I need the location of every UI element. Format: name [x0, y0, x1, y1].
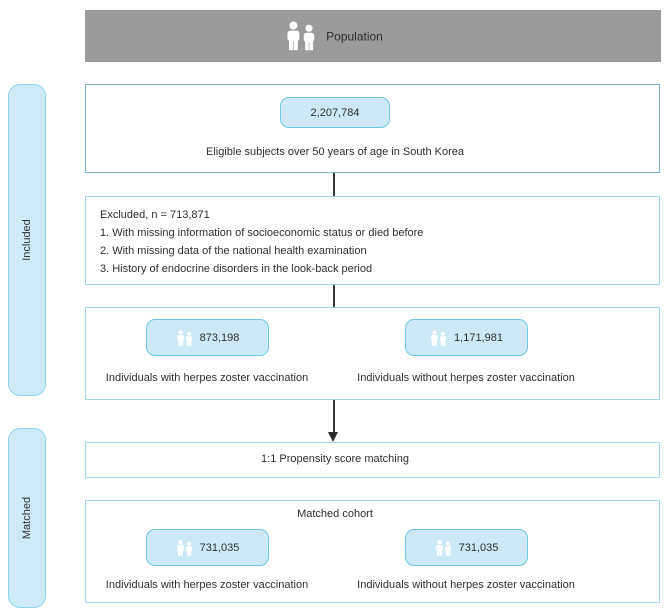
people-icon: [431, 329, 446, 346]
excluded-item-1: 1. With missing information of socioecon…: [100, 227, 424, 240]
split-box: 873,198 1,171,981 Individuals with herpe…: [85, 307, 660, 400]
excluded-text: Excluded, n = 713,871 1. With missing in…: [100, 206, 423, 279]
arrow-line: [333, 400, 335, 433]
excluded-item-2: 2. With missing data of the national hea…: [100, 245, 367, 258]
matched-vaccinated-count: 731,035: [199, 541, 240, 554]
people-icon: [176, 329, 192, 346]
sidebar-matched-label: Matched: [21, 496, 33, 540]
connector-line-1: [333, 173, 335, 196]
population-label: Population: [326, 29, 383, 43]
excluded-title: Excluded, n = 713,871: [100, 209, 210, 221]
vaccinated-count-pill: 873,198: [146, 319, 269, 356]
matched-vaccinated-count-pill: 731,035: [146, 529, 269, 566]
matched-unvaccinated-count-pill: 731,035: [405, 529, 528, 566]
matched-cohort-title: Matched cohort: [297, 508, 373, 520]
population-header-bar: [85, 10, 661, 62]
people-icon: [435, 539, 451, 556]
arrow-head: [328, 432, 338, 442]
sidebar-included: Included: [8, 84, 46, 396]
matched-box: Matched cohort 731,035: [85, 500, 660, 603]
unvaccinated-count-pill: 1,171,981: [405, 319, 528, 356]
sidebar-included-label: Included: [21, 219, 33, 261]
eligible-count: 2,207,784: [310, 106, 360, 119]
excluded-box: Excluded, n = 713,871 1. With missing in…: [85, 196, 660, 285]
excluded-item-3: 3. History of endocrine disorders in the…: [100, 263, 373, 276]
unvaccinated-count: 1,171,981: [454, 331, 503, 344]
eligible-label: Eligible subjects over 50 years of age i…: [205, 146, 465, 158]
people-icon: [287, 21, 315, 51]
connector-line-2: [333, 285, 335, 307]
matched-unvaccinated-label: Individuals without herpes zoster vaccin…: [357, 579, 575, 591]
people-icon: [176, 539, 192, 556]
sidebar-matched: Matched: [8, 428, 46, 608]
unvaccinated-label: Individuals without herpes zoster vaccin…: [357, 372, 575, 384]
matching-label: 1:1 Propensity score matching: [261, 453, 409, 465]
vaccinated-count: 873,198: [199, 331, 240, 344]
vaccinated-label: Individuals with herpes zoster vaccinati…: [105, 372, 309, 384]
population-header-content: Population: [285, 21, 383, 51]
eligible-box: 2,207,784 Eligible subjects over 50 year…: [85, 84, 660, 173]
matched-unvaccinated-count: 731,035: [458, 541, 499, 554]
matched-vaccinated-label: Individuals with herpes zoster vaccinati…: [105, 579, 309, 591]
eligible-count-pill: 2,207,784: [280, 97, 390, 128]
matching-box: 1:1 Propensity score matching: [85, 442, 660, 478]
